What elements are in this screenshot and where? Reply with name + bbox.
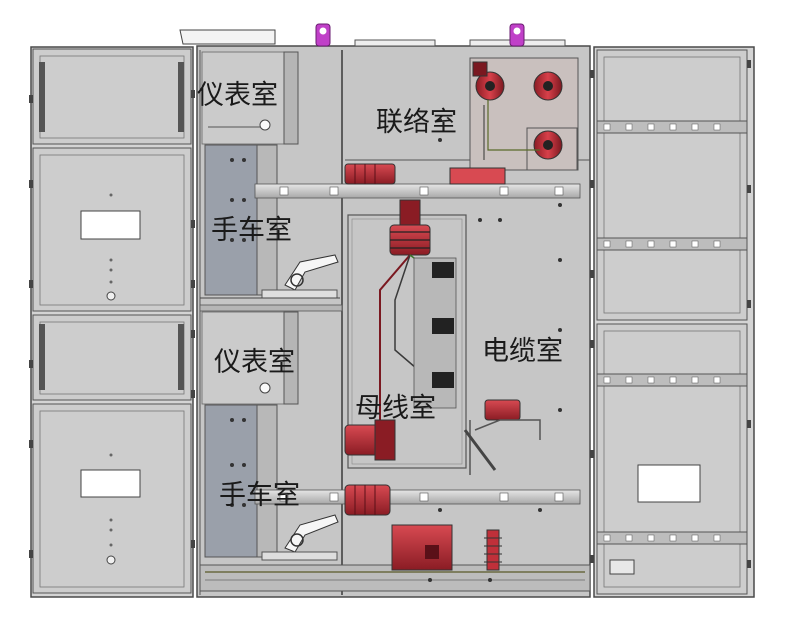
label-instrument-room-1: 仪表室	[197, 80, 278, 111]
left-door-1	[32, 48, 192, 145]
label-busbar-room: 母线室	[355, 393, 436, 424]
left-door-4	[32, 403, 192, 594]
transformer-box	[391, 524, 453, 571]
right-door-upper	[596, 49, 748, 321]
right-door-lower	[596, 323, 748, 595]
handcart-lever	[261, 514, 339, 561]
bushing	[533, 130, 563, 160]
label-handcart-room-2: 手车室	[219, 480, 300, 511]
handcart-lever	[200, 254, 340, 299]
insulator	[344, 163, 396, 185]
door-window-1	[80, 210, 141, 240]
door-window-2	[80, 469, 141, 498]
horizontal-busbar-2	[254, 489, 581, 505]
door-window-3	[637, 464, 701, 503]
lifting-eye	[509, 23, 525, 47]
nameplate	[609, 559, 635, 575]
surge-arrester	[484, 529, 502, 571]
insulator	[344, 484, 391, 516]
central-cabinet	[179, 23, 591, 598]
label-handcart-room-1: 手车室	[211, 215, 292, 246]
left-door-3	[32, 314, 192, 401]
left-door-column	[29, 46, 195, 598]
label-cable-room: 电缆室	[482, 336, 563, 367]
insulator	[484, 399, 521, 421]
right-door-column	[590, 46, 755, 598]
bushing	[472, 61, 505, 101]
label-instrument-room-2: 仪表室	[214, 347, 295, 378]
handcart-2-panel	[204, 404, 258, 558]
bushing	[533, 71, 563, 101]
horizontal-busbar-1	[254, 183, 581, 199]
lifting-eye	[315, 23, 331, 47]
label-tie-room: 联络室	[376, 107, 457, 138]
